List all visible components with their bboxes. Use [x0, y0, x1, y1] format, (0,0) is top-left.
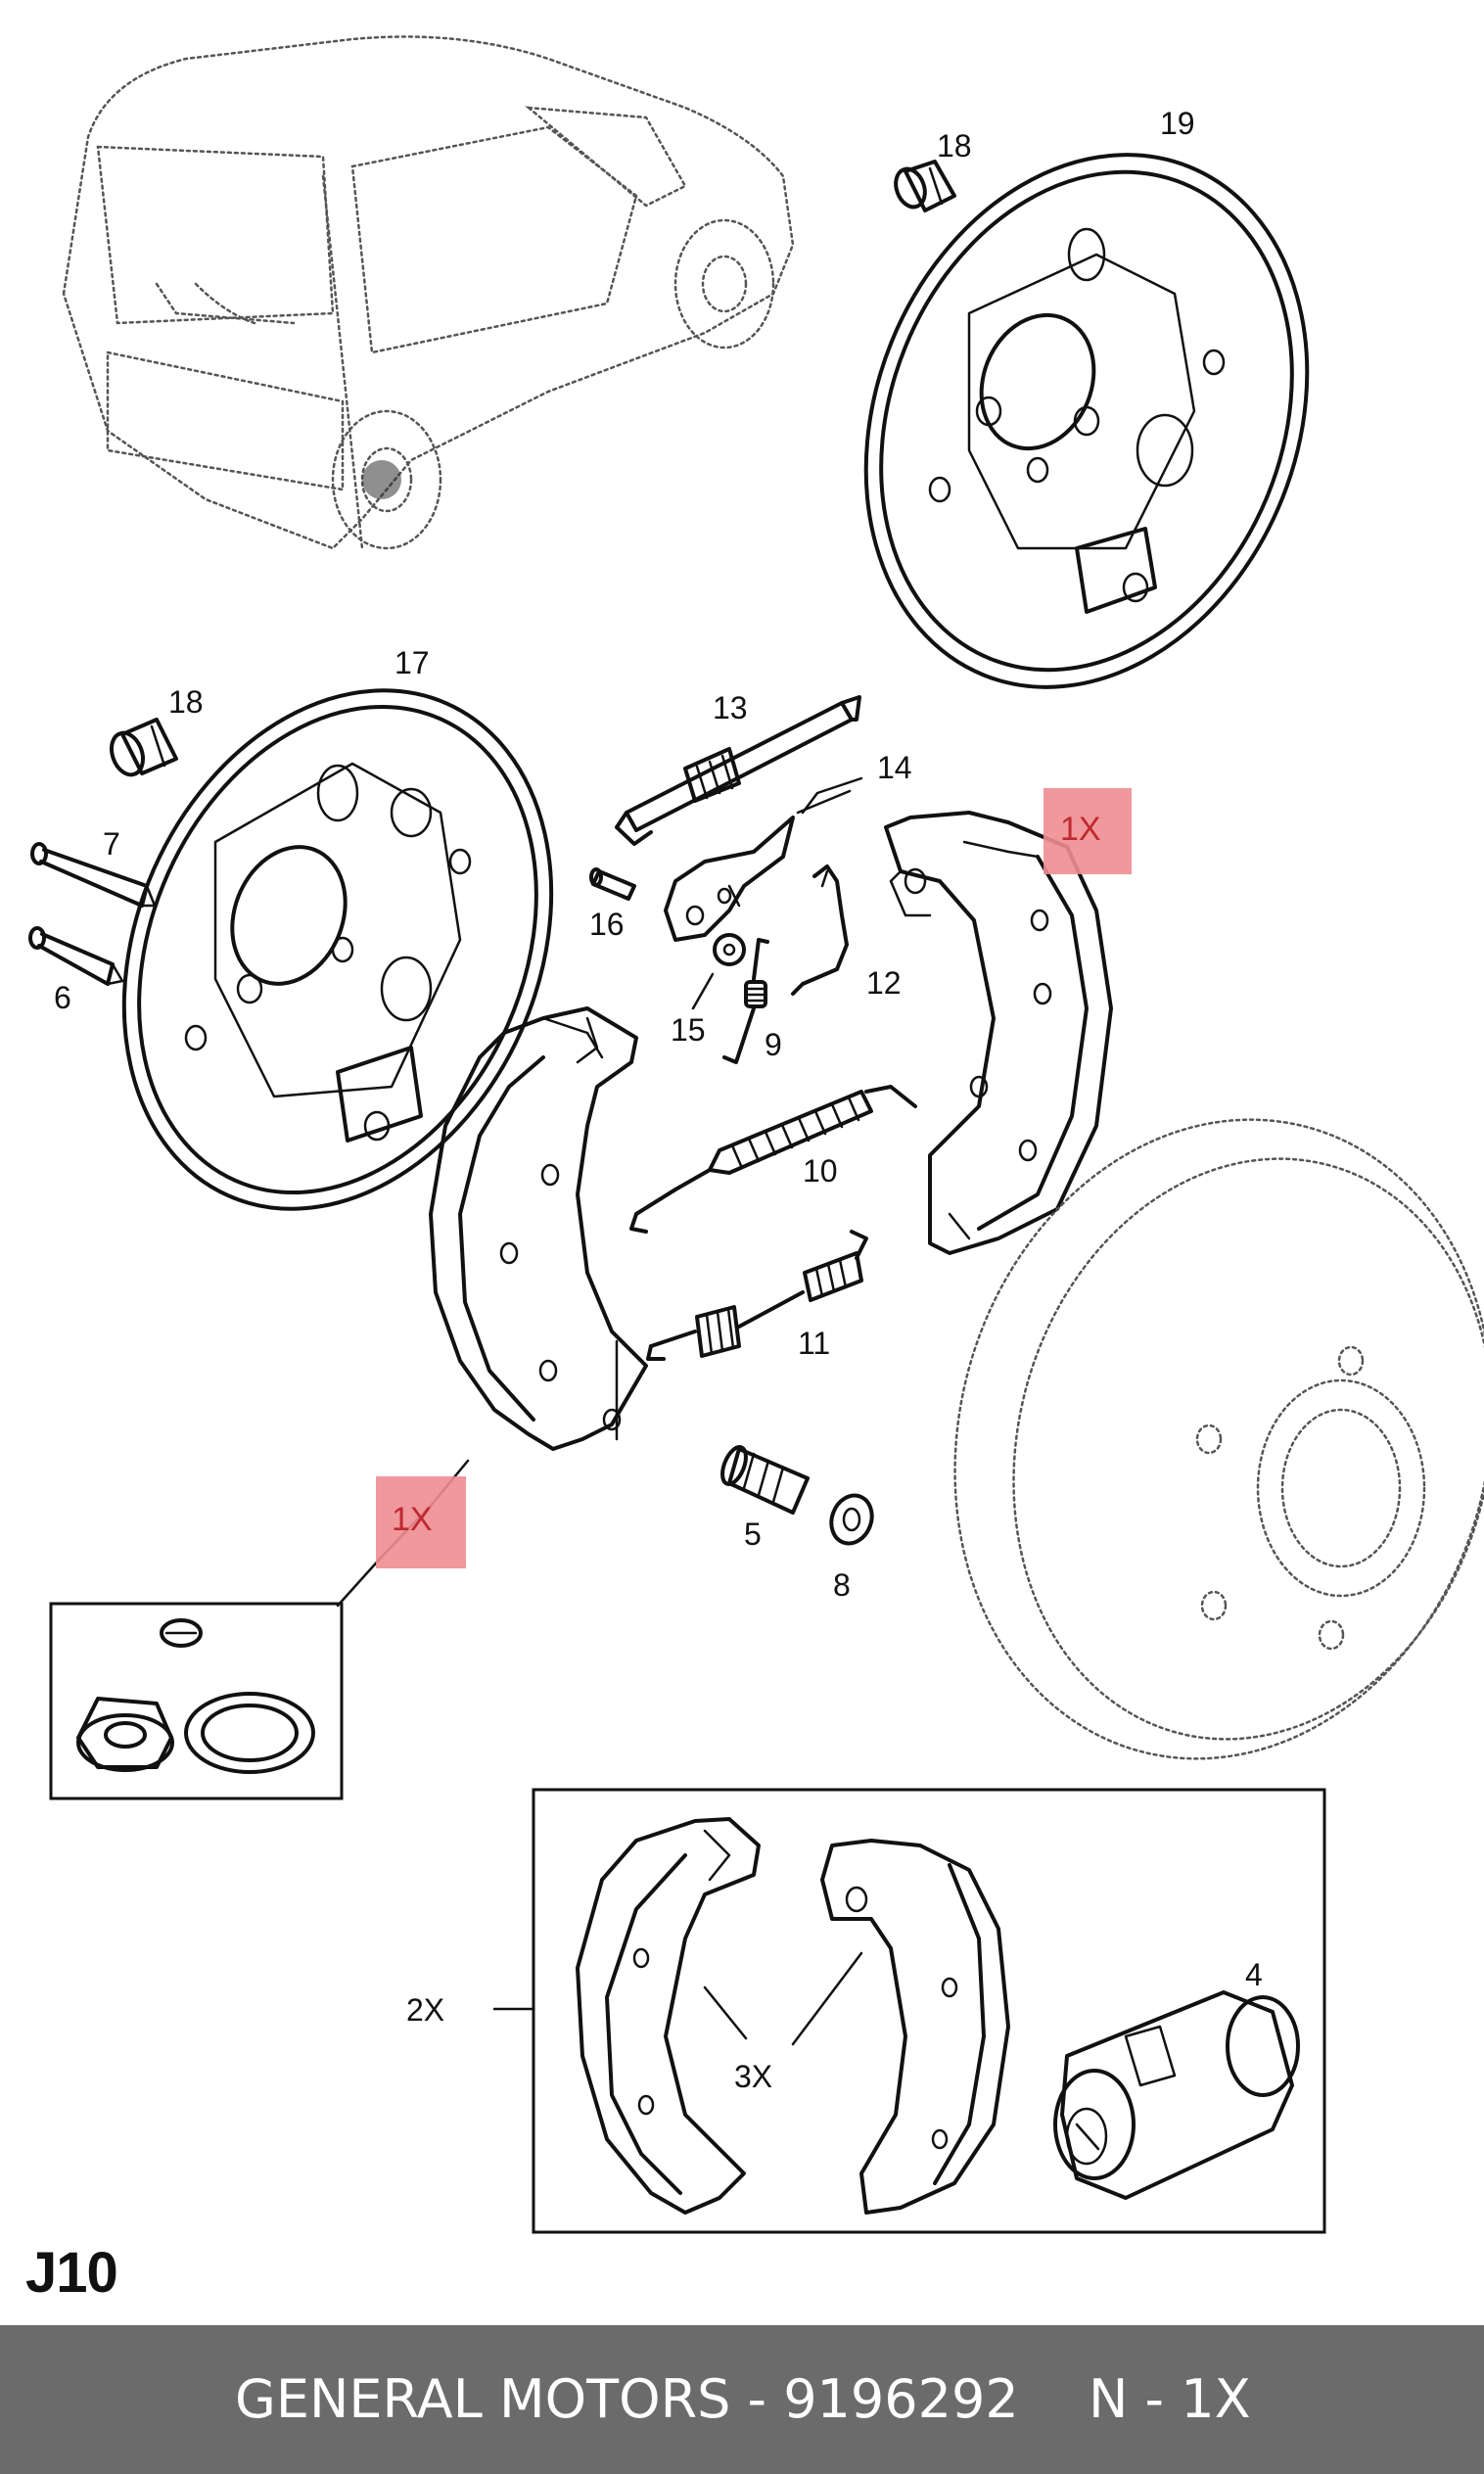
brake-shoe-right: [884, 811, 1113, 1255]
leader-lines: [336, 776, 863, 2046]
brake-shoe-left: [429, 1006, 648, 1451]
brake-drum-outline: [953, 1118, 1484, 1760]
footer-part-label: GENERAL MOTORS - 9196292: [235, 2368, 1019, 2430]
lever-14: [664, 816, 795, 942]
bolt-18-top: [894, 160, 956, 212]
callout-15: 15: [671, 1012, 706, 1048]
hardware-detail-box: [49, 1602, 344, 1800]
highlight-label-right-shoe: 1X: [1060, 811, 1101, 848]
page-code: J10: [25, 2241, 118, 2305]
callout-19: 19: [1160, 106, 1195, 141]
highlight-box-right-shoe: [1043, 788, 1132, 874]
callout-7: 7: [103, 826, 120, 862]
callout-13: 13: [713, 690, 748, 725]
footer-qty-label: N - 1X: [1089, 2368, 1251, 2430]
callout-18-left: 18: [168, 684, 204, 720]
spring-9: [722, 938, 769, 1064]
wheel-cylinder-4: [1053, 1990, 1300, 2200]
kit-detail-box: [532, 1788, 1326, 2234]
spring-11: [646, 1230, 868, 1361]
pin-16: [589, 867, 636, 901]
car-outline: [62, 35, 795, 550]
washer-15: [713, 933, 746, 966]
callout-kit-2x: 2X: [406, 1992, 444, 2028]
callout-18-top: 18: [937, 128, 972, 163]
callout-8: 8: [833, 1567, 851, 1603]
callout-4: 4: [1245, 1957, 1263, 1992]
spring-5: [720, 1445, 810, 1515]
callout-kit-3x: 3X: [734, 2059, 772, 2094]
spring-10: [629, 1085, 917, 1234]
callout-9: 9: [765, 1027, 782, 1062]
callout-5: 5: [744, 1517, 762, 1552]
callout-11: 11: [798, 1326, 830, 1361]
callout-6: 6: [54, 980, 71, 1015]
backing-plate-19: [863, 153, 1310, 689]
washer-8: [829, 1493, 874, 1546]
adjuster-13: [615, 695, 861, 846]
highlight-box-left-shoe: [376, 1476, 466, 1568]
car-hub-marker: [362, 460, 401, 499]
highlight-label-left-shoe: 1X: [392, 1501, 433, 1538]
footer-bar: GENERAL MOTORS - 9196292 N - 1X: [0, 2325, 1484, 2474]
callout-12: 12: [866, 965, 902, 1001]
callout-17: 17: [394, 645, 430, 680]
spring-12: [791, 864, 849, 996]
backing-plate-17: [121, 688, 554, 1211]
callout-14: 14: [877, 750, 912, 785]
pin-7: [30, 842, 157, 908]
bolt-18-left: [110, 718, 178, 777]
pin-6: [28, 926, 124, 986]
callout-16: 16: [589, 907, 625, 942]
callout-10: 10: [803, 1153, 838, 1189]
